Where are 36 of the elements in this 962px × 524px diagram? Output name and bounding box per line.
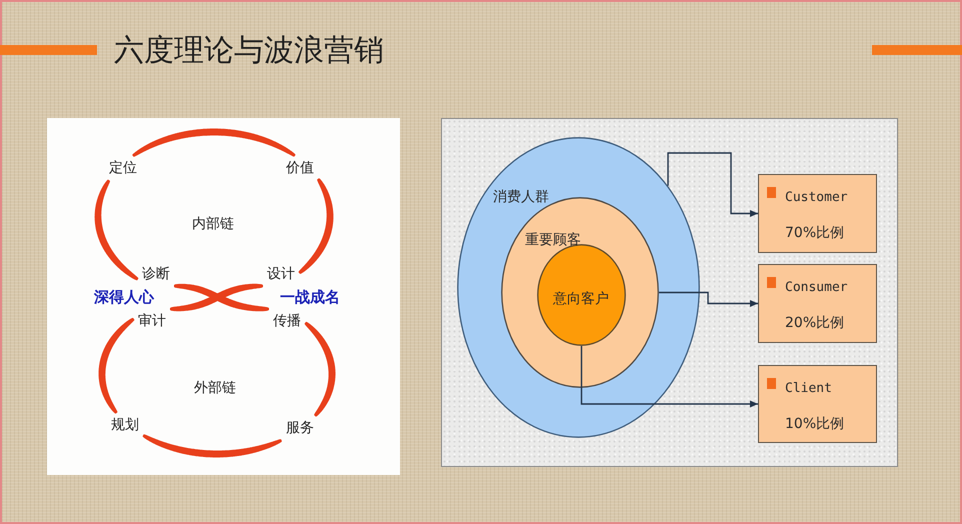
segment-share: 10%比例 [785,416,844,432]
ellipse-label: 重要顾客 [525,232,581,248]
slide-title: 六度理论与波浪营销 [114,33,384,69]
slogan-label: 深得人心 [94,288,154,306]
loop-label: 内部链 [192,216,234,232]
stage-label: 诊断 [142,266,170,282]
loop-label: 外部链 [194,380,236,396]
segment-name: Consumer [785,280,848,295]
stage-label: 服务 [286,420,314,436]
inner-circle [537,244,626,346]
stage-label: 价值 [286,160,314,176]
arc-line [298,178,334,274]
arc-line [94,180,138,280]
segment-share: 70%比例 [785,225,844,241]
arrow [580,346,758,408]
ellipse-label: 意向客户 [553,291,609,307]
segment-box [758,264,877,343]
arc-line [98,318,134,414]
arc-line [304,322,336,417]
ellipse-label: 消费人群 [493,189,549,205]
segment-box [758,174,877,253]
stage-label: 传播 [273,313,301,329]
segment-box [758,365,877,443]
arc-line [132,128,296,157]
stage-label: 定位 [109,160,137,176]
segment-name: Client [785,381,832,396]
arrow [667,152,758,218]
segment-name: Customer [785,190,848,205]
segment-share: 20%比例 [785,315,844,331]
stage-label: 规划 [111,417,139,433]
stage-label: 设计 [267,266,295,282]
slogan-label: 一战成名 [280,288,340,306]
stage-label: 审计 [138,313,166,329]
arrow [659,292,758,308]
outer-ellipse [457,137,700,438]
arc-line [142,434,282,458]
